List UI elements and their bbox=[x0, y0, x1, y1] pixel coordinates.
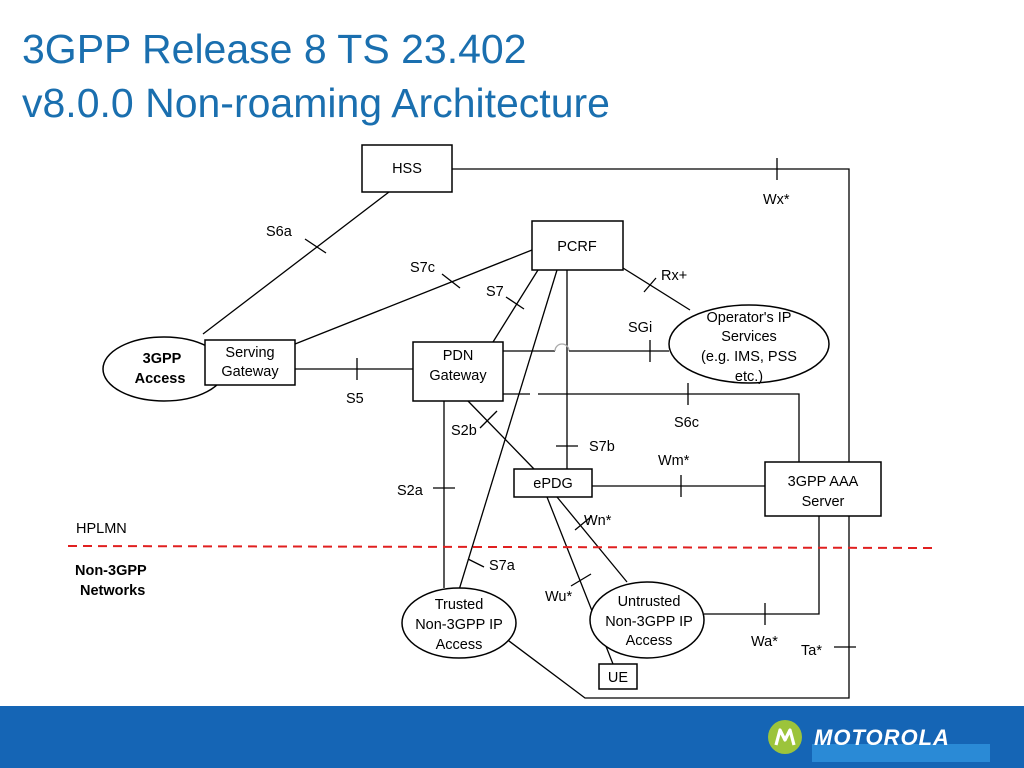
access-3gpp-label-1: 3GPP bbox=[143, 351, 182, 367]
trusted-access-label-1: Trusted bbox=[435, 597, 484, 613]
ue-label: UE bbox=[608, 670, 628, 686]
tick-s7 bbox=[505, 296, 525, 310]
label-wn: Wn* bbox=[584, 513, 612, 529]
interface-ticks bbox=[304, 158, 856, 648]
region-hplmn: HPLMN bbox=[76, 521, 127, 537]
serving-gateway-label-2: Gateway bbox=[221, 364, 279, 380]
link-wn bbox=[556, 496, 628, 583]
label-wu: Wu* bbox=[545, 589, 572, 605]
operator-ip-ellipse bbox=[668, 304, 830, 384]
link-wx bbox=[452, 168, 850, 462]
pdn-gateway-label-2: Gateway bbox=[429, 368, 487, 384]
title-line-2: v8.0.0 Non-roaming Architecture bbox=[22, 80, 610, 126]
label-sgi: SGi bbox=[628, 320, 652, 336]
link-s7 bbox=[492, 269, 539, 343]
label-rx: Rx+ bbox=[661, 268, 687, 284]
serving-gateway-label-1: Serving bbox=[225, 345, 274, 361]
label-s6c: S6c bbox=[674, 415, 699, 431]
tick-rx bbox=[643, 277, 657, 293]
aaa-server-label-1: 3GPP AAA bbox=[788, 474, 859, 490]
title-line-1: 3GPP Release 8 TS 23.402 bbox=[22, 26, 527, 72]
region-non3gpp-1: Non-3GPP bbox=[75, 563, 147, 579]
operator-ip-label-4: etc.) bbox=[735, 369, 763, 385]
architecture-diagram: HSS PCRF 3GPP Access Serving Gateway PDN… bbox=[67, 144, 933, 699]
link-ta bbox=[504, 516, 850, 699]
label-wx: Wx* bbox=[763, 192, 790, 208]
motorola-logo-icon bbox=[768, 720, 802, 754]
region-non3gpp-2: Networks bbox=[80, 583, 145, 599]
trusted-access-label-2: Non-3GPP IP bbox=[415, 617, 503, 633]
label-s2b: S2b bbox=[451, 423, 477, 439]
link-wa bbox=[704, 516, 820, 615]
tick-s6a bbox=[304, 238, 327, 254]
aaa-server-box bbox=[764, 461, 882, 517]
label-s7b: S7b bbox=[589, 439, 615, 455]
slide-title: 3GPP Release 8 TS 23.402 v8.0.0 Non-roam… bbox=[22, 22, 610, 130]
label-s7c: S7c bbox=[410, 260, 435, 276]
epdg-label: ePDG bbox=[533, 476, 573, 492]
hss-box bbox=[361, 144, 453, 193]
aaa-server-label-2: Server bbox=[802, 494, 845, 510]
connection-lines bbox=[202, 168, 850, 699]
label-wm: Wm* bbox=[658, 453, 690, 469]
trusted-access-ellipse bbox=[401, 587, 517, 659]
tick-s7a bbox=[467, 558, 485, 568]
link-s7a bbox=[458, 269, 558, 591]
link-s2b bbox=[467, 400, 535, 470]
label-s5: S5 bbox=[346, 391, 364, 407]
epdg-box bbox=[513, 468, 593, 498]
trusted-access-label-3: Access bbox=[436, 637, 483, 653]
untrusted-access-label-1: Untrusted bbox=[618, 594, 681, 610]
label-s2a: S2a bbox=[397, 483, 424, 499]
access-3gpp-label-2: Access bbox=[135, 371, 186, 387]
link-s6a bbox=[202, 191, 390, 335]
link-s6c-b bbox=[538, 393, 800, 462]
tick-s7c bbox=[441, 273, 461, 289]
untrusted-access-label-2: Non-3GPP IP bbox=[605, 614, 693, 630]
tick-wn bbox=[574, 515, 593, 531]
link-sgi-crossing bbox=[554, 343, 570, 352]
pcrf-label: PCRF bbox=[557, 239, 597, 255]
footer-accent-strip bbox=[812, 744, 990, 762]
untrusted-access-ellipse bbox=[589, 581, 705, 659]
link-rx bbox=[622, 267, 691, 311]
brand-name: MOTOROLA bbox=[814, 725, 950, 750]
label-s7a: S7a bbox=[489, 558, 516, 574]
ue-box bbox=[598, 663, 638, 690]
serving-gateway-box bbox=[204, 339, 296, 386]
label-s6a: S6a bbox=[266, 224, 293, 240]
link-s7c bbox=[294, 249, 533, 345]
operator-ip-label-1: Operator's IP bbox=[707, 310, 792, 326]
hss-label: HSS bbox=[392, 161, 422, 177]
tick-wu bbox=[570, 573, 592, 587]
operator-ip-label-3: (e.g. IMS, PSS bbox=[701, 349, 797, 365]
operator-ip-label-2: Services bbox=[721, 329, 777, 345]
tick-s2b bbox=[479, 410, 498, 429]
label-wa: Wa* bbox=[751, 634, 778, 650]
pdn-gateway-label-1: PDN bbox=[443, 348, 474, 364]
label-ta: Ta* bbox=[801, 643, 822, 659]
pcrf-box bbox=[531, 220, 624, 271]
network-boundary bbox=[67, 545, 933, 549]
untrusted-access-label-3: Access bbox=[626, 633, 673, 649]
pdn-gateway-box bbox=[412, 341, 504, 402]
label-s7: S7 bbox=[486, 284, 504, 300]
